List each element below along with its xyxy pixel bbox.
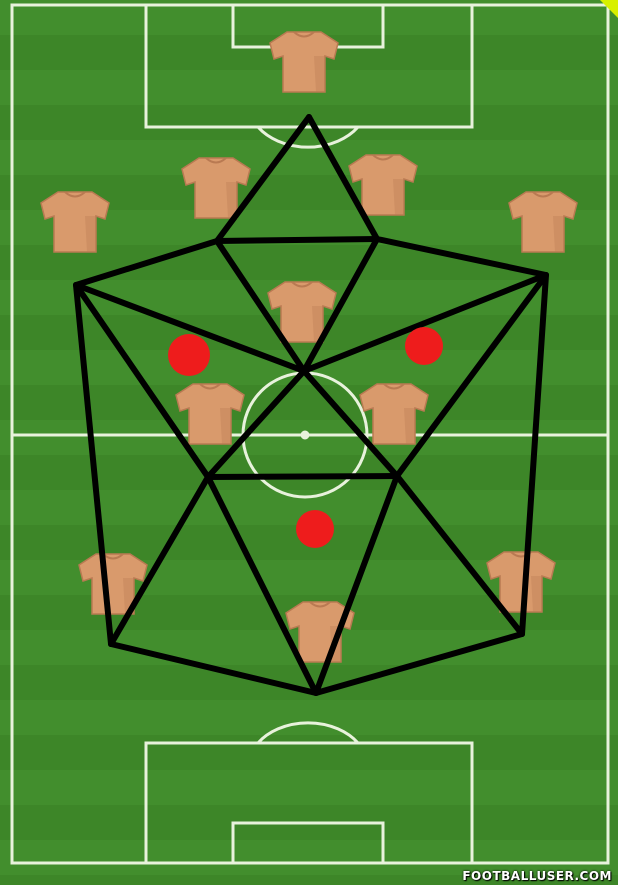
footballuser-watermark: FOOTBALLUSER.COM (462, 869, 612, 883)
center-spot (302, 432, 308, 438)
connector-g-h (208, 476, 397, 477)
marker-space-left (168, 334, 210, 376)
marker-space-center (296, 510, 334, 548)
connector-b-c (217, 239, 377, 241)
marker-space-right (405, 327, 443, 365)
